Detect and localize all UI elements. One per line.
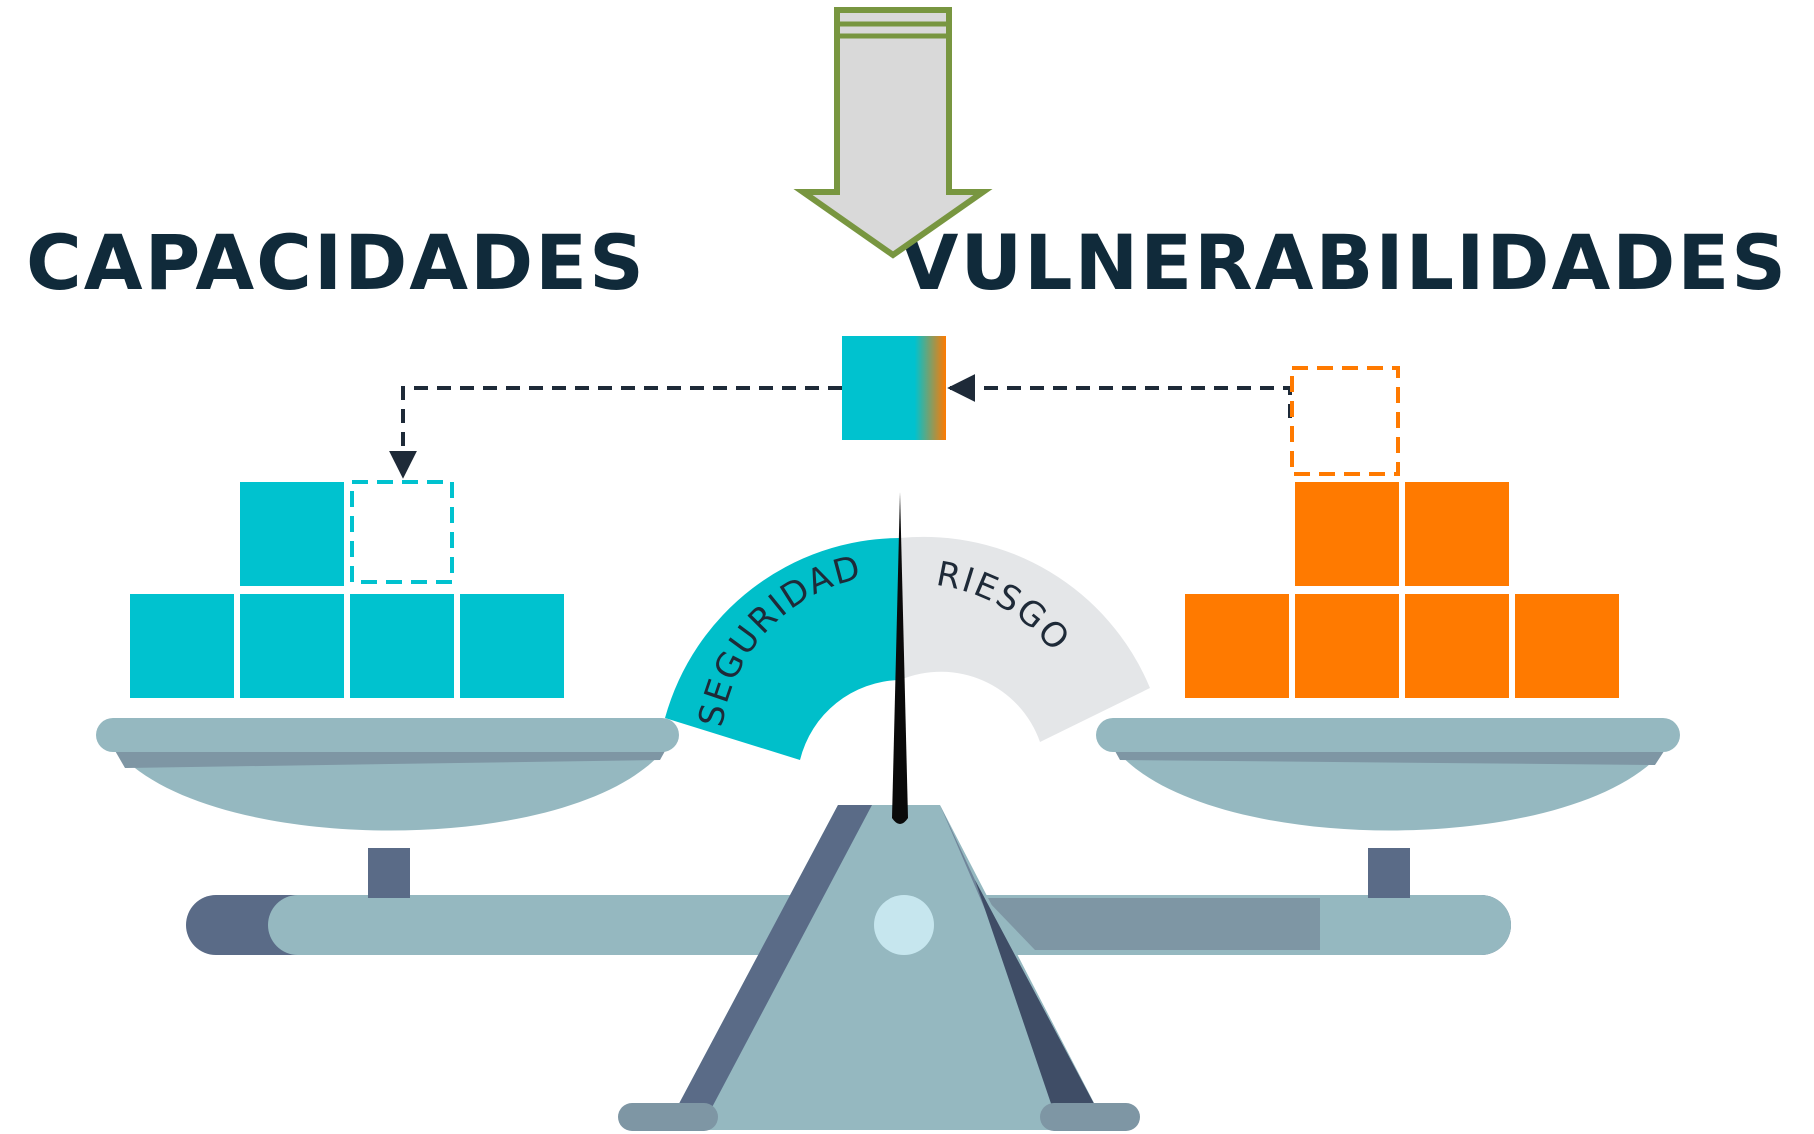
- vulnerabilities-heading: VULNERABILIDADES: [899, 218, 1788, 307]
- down-arrow-icon: [793, 7, 993, 259]
- vulnerability-slot-placeholder: [1290, 366, 1400, 476]
- connector-from-vulnerabilities: [947, 374, 1292, 418]
- transfer-block: [842, 336, 946, 440]
- capacity-slot-placeholder: [350, 480, 454, 584]
- security-risk-gauge: SEGURIDAD RIESGO: [665, 492, 1150, 824]
- connector-to-capacities: [389, 386, 842, 479]
- balance-scale-icon: [186, 805, 1511, 1131]
- gauge-needle: [892, 492, 908, 824]
- capacity-blocks: [130, 480, 564, 698]
- gauge-risk-segment: [900, 536, 1150, 742]
- left-pan: [96, 718, 679, 831]
- capacities-heading: CAPACIDADES: [26, 218, 646, 307]
- vulnerability-blocks: [1185, 366, 1619, 698]
- gauge-security-segment: [665, 538, 900, 760]
- right-pan: [1096, 718, 1680, 831]
